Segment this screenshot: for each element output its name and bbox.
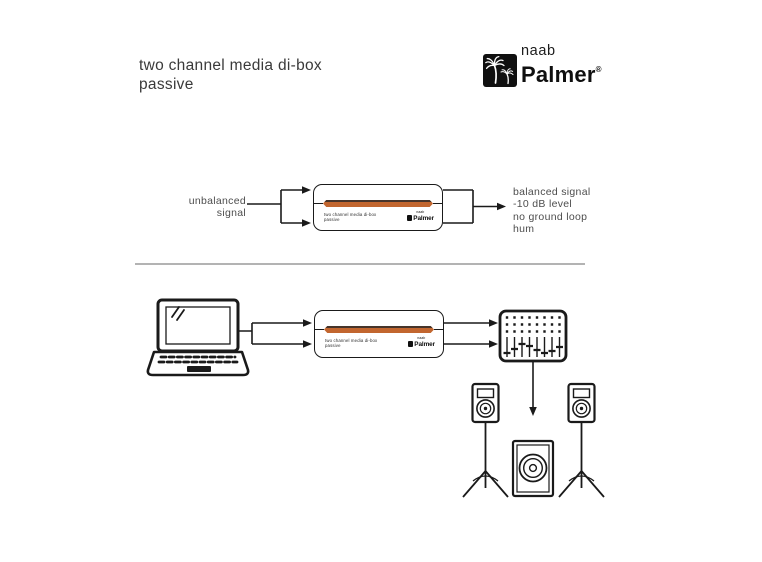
stand-collar [568, 475, 595, 482]
title-line-2: passive [139, 76, 194, 93]
arrow-right-icon [302, 186, 311, 194]
mixer-icon [498, 309, 568, 363]
di-box-label: two channel media di-box passive [324, 212, 376, 223]
stand-legs [462, 470, 509, 498]
speaker-woofer [476, 399, 495, 418]
palm-tree-icon [483, 54, 517, 87]
brand-name-top: naab [521, 43, 556, 59]
arrow-down-icon [529, 407, 537, 416]
di-box-brand-top: naab [417, 336, 426, 340]
brand-text: naab Palmer® [521, 44, 602, 89]
di-box-brand: naab Palmer [406, 210, 434, 222]
speaker-on-stand-icon [558, 382, 605, 498]
speaker-port [572, 388, 591, 399]
di-box-device: two channel media di-box passive naab Pa… [314, 310, 444, 358]
di-box-brand-row: Palmer [407, 340, 435, 348]
output-connector-arrow [443, 189, 506, 224]
palm-tree-icon-mini [407, 341, 414, 347]
input-label-line-1: unbalanced [188, 195, 246, 207]
arrow-right-icon [489, 340, 498, 348]
subwoofer-driver [518, 453, 548, 483]
output-label-line-1: balanced signal [513, 186, 591, 198]
speaker-port [476, 388, 495, 399]
di-box-label-line-1: two channel media di-box [325, 338, 378, 343]
output-signal-label: balanced signal -10 dB level no ground l… [513, 186, 590, 235]
input-signal-label: unbalanced signal [150, 195, 246, 219]
di-box-brand: naab Palmer [407, 336, 435, 348]
brand-logo: naab Palmer® [483, 44, 602, 89]
subwoofer-icon [511, 439, 555, 498]
di-box-side-notch [433, 203, 442, 205]
stand-collar [472, 475, 499, 482]
di-box-label-line-2: passive [325, 343, 341, 349]
output-label-line-3: no ground loop [513, 210, 588, 223]
output-label-line-2: -10 dB level [513, 198, 573, 211]
dibox-to-mixer-connector [444, 319, 498, 348]
speaker-on-stand-icon [462, 382, 509, 498]
arrow-right-icon [497, 202, 506, 211]
brand-name-main-row: Palmer® [521, 59, 602, 89]
brand-name-main: Palmer [521, 62, 596, 87]
di-box-side-notch [315, 329, 324, 331]
page-title: two channel media di-box passive [139, 56, 322, 94]
mixer-to-speakers-connector [529, 361, 537, 416]
input-label-line-2: signal [216, 207, 246, 219]
di-box-device: two channel media di-box passive naab Pa… [313, 184, 443, 231]
di-box-side-notch [314, 203, 323, 205]
di-box-label-line-1: two channel media di-box [324, 212, 377, 217]
di-box-label-line-2: passive [324, 217, 340, 223]
mixer-fader-handles [503, 342, 563, 355]
arrow-right-icon [303, 340, 312, 348]
stand-legs [558, 470, 605, 498]
di-box-front-panel [323, 200, 433, 207]
subwoofer-cabinet [511, 439, 555, 498]
di-box-side-notch [434, 329, 443, 331]
arrow-right-icon [489, 319, 498, 327]
registered-mark: ® [595, 65, 602, 74]
arrow-right-icon [303, 319, 312, 327]
trackpad [187, 366, 211, 372]
di-box-brand-top: naab [416, 210, 425, 214]
arrow-right-icon [302, 219, 311, 227]
laptop-icon [146, 298, 250, 377]
di-box-brand-row: Palmer [406, 214, 434, 222]
output-label-line-4: hum [513, 222, 535, 235]
section-divider [135, 263, 585, 265]
laptop-to-dibox-connector [239, 319, 312, 348]
palm-tree-icon-mini [406, 215, 413, 221]
screen-glare [171, 306, 185, 321]
title-line-1: two channel media di-box [139, 57, 322, 74]
di-box-label: two channel media di-box passive [325, 338, 377, 349]
di-box-brand-main: Palmer [413, 214, 434, 222]
input-connector-arrows [247, 186, 311, 227]
di-box-brand-main: Palmer [414, 340, 435, 348]
di-box-front-panel [324, 326, 434, 333]
speaker-woofer [572, 399, 591, 418]
